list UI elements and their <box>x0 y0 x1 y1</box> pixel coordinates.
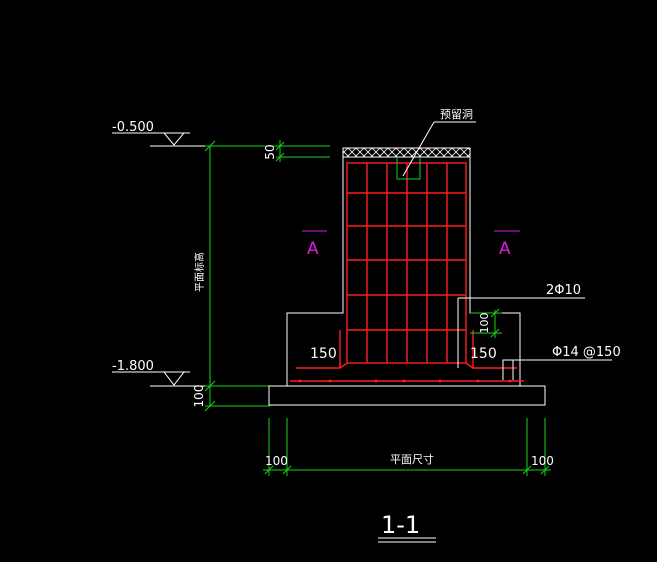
step-right-label: 150 <box>470 346 497 362</box>
section-title: 1-1 <box>378 511 436 543</box>
svg-text:A: A <box>499 239 511 259</box>
elevation-bottom-label: -1.800 <box>112 359 154 374</box>
rebar-hook-dim-label: 100 <box>478 313 491 334</box>
rebar-callout-label: 2Φ10 <box>546 283 581 298</box>
elevation-top-label: -0.500 <box>112 120 154 135</box>
section-mark-right: A <box>494 230 520 259</box>
elevation-marker-top: -0.500 <box>112 120 210 147</box>
rebar-hook-dimension: 150 100 <box>470 308 502 338</box>
step-left-label: 150 <box>310 346 337 362</box>
bottom-rebar-callout: Φ14 @150 <box>502 345 621 380</box>
vertical-depth-label: 平面标高 <box>193 252 206 292</box>
bottom-rebar-dots <box>298 379 512 383</box>
bottom-rebar-label: Φ14 @150 <box>552 345 621 360</box>
reserved-hole-label: 预留洞 <box>440 108 473 121</box>
vertical-dimension-line: 平面标高 100 <box>192 140 330 412</box>
reserved-hole-callout: 预留洞 <box>396 108 476 180</box>
top-cap-hatch <box>342 147 471 158</box>
left-projection-label: 100 <box>265 454 288 468</box>
plan-size-label: 平面尺寸 <box>390 452 434 466</box>
section-mark-left: A <box>302 230 327 259</box>
section-title-text: 1-1 <box>381 511 420 539</box>
base-height-label: 100 <box>192 385 206 408</box>
svg-text:A: A <box>307 239 319 259</box>
top-cover-dimension: 50 <box>263 140 330 162</box>
horizontal-dimension-line: 100 100 平面尺寸 <box>263 418 554 476</box>
elevation-marker-bottom: -1.800 <box>112 359 210 387</box>
rebar-cage <box>290 162 524 382</box>
base-slab <box>268 385 546 406</box>
rebar-callout-2phi10: 2Φ10 <box>457 283 585 368</box>
top-cover-label: 50 <box>263 144 277 159</box>
right-projection-label: 100 <box>531 454 554 468</box>
